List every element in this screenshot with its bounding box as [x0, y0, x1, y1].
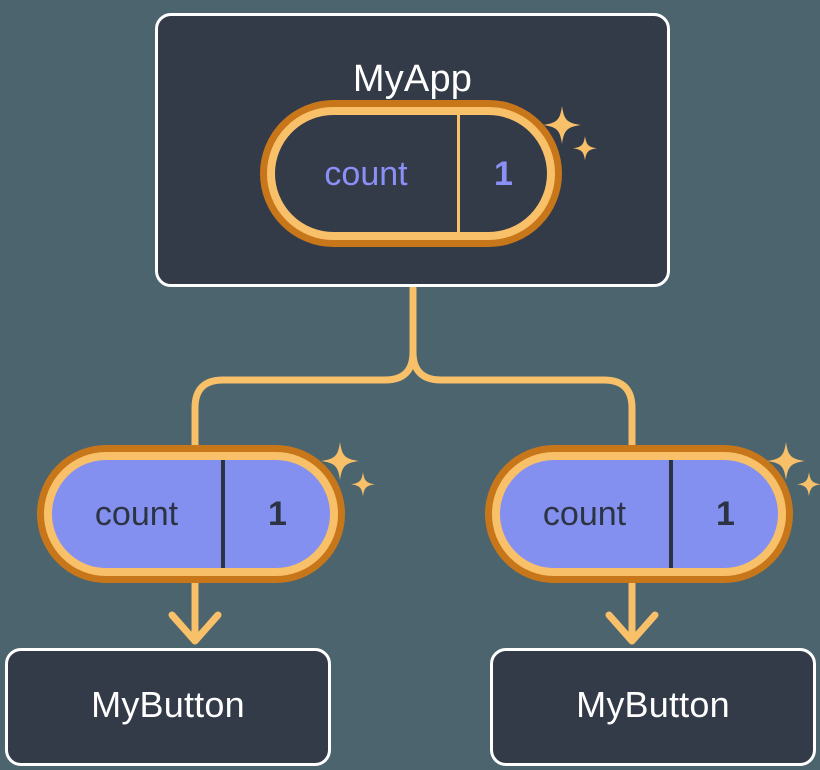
state-pill-button-right[interactable]: count 1: [492, 452, 786, 576]
state-pill-myapp[interactable]: count 1: [267, 107, 555, 240]
state-value-label: 1: [221, 460, 330, 568]
component-card-mybutton-left[interactable]: MyButton: [5, 648, 331, 766]
component-card-mybutton-right[interactable]: MyButton: [490, 648, 816, 766]
state-pill-button-left[interactable]: count 1: [44, 452, 338, 576]
component-title-mybutton: MyButton: [576, 684, 730, 725]
state-key-label: count: [542, 495, 627, 533]
state-key-label: count: [94, 495, 179, 533]
connector-branch-right: [409, 348, 636, 456]
connector-branch-left: [191, 348, 417, 456]
state-value-label: 1: [669, 460, 778, 568]
arrowhead-right: [605, 611, 659, 645]
component-title-myapp: MyApp: [352, 58, 473, 100]
state-key-label: count: [324, 154, 408, 193]
arrowhead-left: [168, 611, 222, 645]
state-value-label: 1: [457, 115, 547, 232]
component-title-mybutton: MyButton: [91, 684, 245, 725]
